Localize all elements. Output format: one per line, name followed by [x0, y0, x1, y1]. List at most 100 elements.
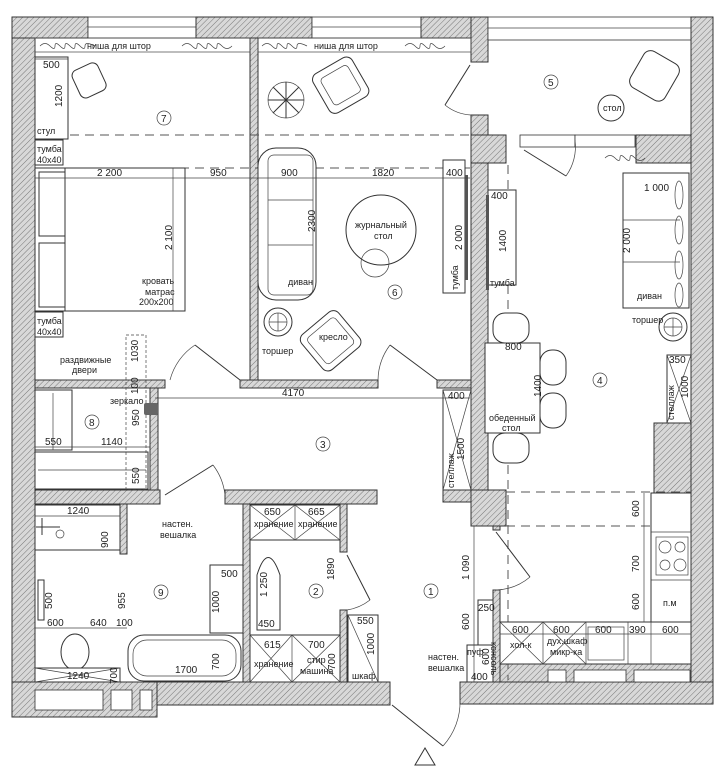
sliding-doors-label: раздвижные	[60, 355, 111, 365]
dimension: 700	[631, 555, 642, 572]
sink-cabinet-label: п.м	[663, 598, 677, 608]
dimension: 600	[631, 500, 642, 517]
dimensions: 500 1200 2 200 950 900 1820 400 2 100 10…	[43, 60, 691, 684]
storage-label-3: хранение	[254, 659, 294, 669]
console-label: консоль	[489, 642, 499, 676]
room-number-2: 2	[313, 587, 319, 598]
nightstand-size-2: 40x40	[37, 327, 62, 337]
dimension: 250	[478, 603, 495, 614]
dimension: 2 000	[454, 225, 465, 250]
dimension-lines	[35, 58, 691, 682]
niche-label-bedroom: ниша для штор	[87, 41, 151, 51]
dimension: 1000	[680, 375, 691, 398]
mattress-size: 200x200	[139, 297, 174, 307]
dimension: 1 250	[259, 572, 270, 597]
dimension: 615	[264, 640, 281, 651]
dimension: 1400	[533, 374, 544, 397]
entrance-triangle-icon	[414, 747, 436, 766]
walls	[11, 16, 714, 718]
bed-label: кровать	[142, 276, 175, 286]
shelving-label-2: стеллаж	[446, 453, 456, 488]
sofa-living	[257, 147, 317, 301]
room-number-3: 3	[320, 440, 326, 451]
kitchen-sink-icon	[587, 626, 625, 661]
dimension: 700	[327, 653, 338, 670]
nightstand-label: тумба	[37, 144, 62, 154]
armchair-icon	[299, 310, 362, 372]
desk	[34, 56, 69, 140]
dimension: 390	[629, 625, 646, 636]
washer-label: стир	[307, 655, 326, 665]
dining-table-label: обеденный	[489, 413, 536, 423]
table-label: стол	[603, 103, 622, 113]
dimension: 1700	[175, 665, 198, 676]
nightstand-bottom	[34, 311, 64, 338]
dimension: 2 200	[97, 168, 122, 179]
wall-hanger-label-2: вешалка	[160, 530, 196, 540]
dimension: 500	[44, 592, 55, 609]
wall-hanger-label-4: вешалка	[428, 663, 464, 673]
sofa-label-2: диван	[637, 291, 662, 301]
floor-lamp-icon-2	[658, 312, 688, 342]
nightstand-size: 40x40	[37, 155, 62, 165]
sofa-label: диван	[288, 277, 313, 287]
dimension: 900	[100, 531, 111, 548]
balcony-armchair	[629, 50, 680, 102]
dimension: 600	[595, 625, 612, 636]
dimension: 500	[43, 60, 60, 71]
dimension: 4170	[282, 388, 305, 399]
dimension: 665	[308, 507, 325, 518]
floor-lamp-label-2: торшер	[632, 315, 663, 325]
coffee-table-label: журнальный	[355, 220, 407, 230]
dimension: 1240	[67, 671, 90, 682]
mirror-marker-icon	[144, 403, 158, 415]
dimension: 1000	[211, 590, 222, 613]
furniture-labels: стул тумба 40x40 кровать матрас 200x200 …	[37, 103, 677, 681]
chair-label: стул	[37, 126, 55, 136]
cooktop-icon	[655, 536, 689, 576]
floor-lamp-label: торшер	[262, 346, 293, 356]
dimension: 400	[471, 672, 488, 683]
room-number-6: 6	[392, 288, 398, 299]
dimension: 550	[357, 616, 374, 627]
dimension: 400	[491, 191, 508, 202]
dimension: 450	[258, 619, 275, 630]
furniture	[34, 50, 692, 683]
dimension: 550	[131, 467, 142, 484]
wall-hanger-label: настен.	[162, 519, 193, 529]
floor-lamp-icon	[263, 307, 293, 337]
room-number-8: 8	[89, 418, 95, 429]
mattress-label: матрас	[145, 287, 175, 297]
fridge-label: хол-к	[510, 640, 531, 650]
dimension: 2300	[307, 209, 318, 232]
dimension: 950	[210, 168, 227, 179]
wardrobe-label: шкаф	[352, 671, 376, 681]
dimension: 600	[553, 625, 570, 636]
wall-hanger-label-3: настен.	[428, 652, 459, 662]
dimension: 700	[308, 640, 325, 651]
oven-label: дух.шкаф	[547, 636, 588, 646]
sink-cabinet	[209, 564, 244, 634]
dimension: 2 100	[164, 225, 175, 250]
plant-icon	[267, 81, 305, 119]
dimension: 1 000	[644, 183, 669, 194]
dimension: 550	[45, 437, 62, 448]
dimension: 400	[446, 168, 463, 179]
dimension: 1140	[101, 437, 123, 448]
washer-label-2: машина	[300, 666, 333, 676]
dimension: 1000	[366, 632, 377, 655]
nightstand-top	[34, 139, 64, 166]
dimension: 1030	[130, 339, 141, 362]
dimension: 1240	[67, 506, 90, 517]
curtain-niches	[34, 37, 646, 161]
balcony-table	[597, 94, 625, 122]
microwave-label: микр-ка	[550, 647, 582, 657]
dimension: 100	[116, 618, 133, 629]
nightstand-label-2: тумба	[37, 316, 62, 326]
dimension: 900	[281, 168, 298, 179]
dimension: 600	[631, 593, 642, 610]
dimension: 640	[90, 618, 107, 629]
dimension: 1820	[372, 168, 395, 179]
chair	[539, 349, 567, 386]
